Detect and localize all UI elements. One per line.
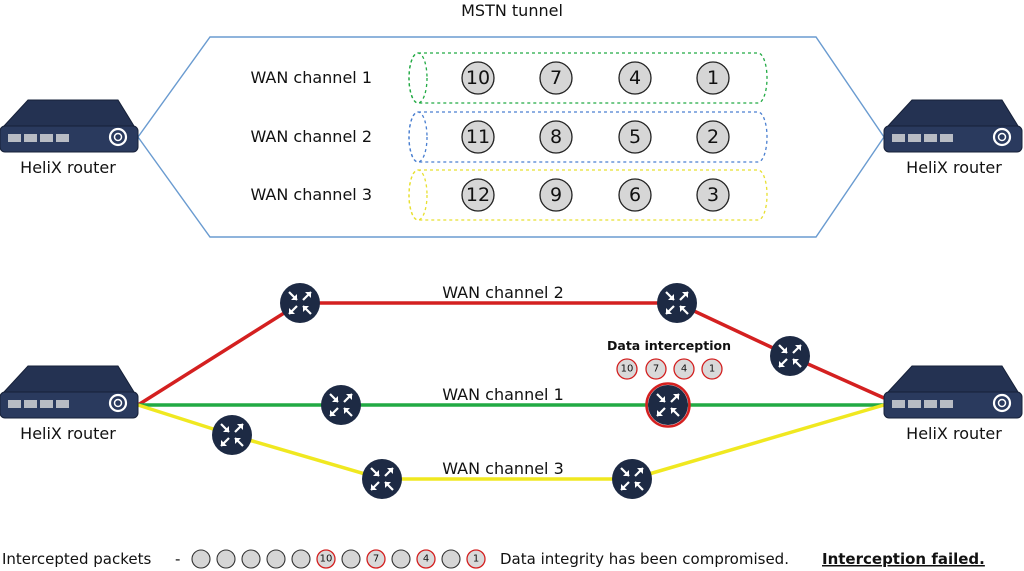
svg-text:7: 7 xyxy=(653,364,659,375)
channel-row: WAN channel 2 11 8 5 2 xyxy=(250,111,768,163)
network-node-icon xyxy=(319,383,363,427)
footer-packet xyxy=(441,549,461,569)
packet: 12 xyxy=(461,178,495,212)
footer-packet xyxy=(216,549,236,569)
packet: 8 xyxy=(539,120,573,154)
footer-label: Intercepted packets xyxy=(2,550,151,568)
svg-text:1: 1 xyxy=(473,554,479,565)
channel-pipe-end xyxy=(408,52,428,104)
channel-row: WAN channel 1 10 7 4 1 xyxy=(250,52,768,104)
bottom-left-router-label: HeliX router xyxy=(20,424,116,443)
footer-dash: - xyxy=(175,550,180,568)
footer-message: Data integrity has been compromised. xyxy=(500,550,789,568)
intercepting-node-icon xyxy=(646,383,690,427)
packet: 6 xyxy=(618,178,652,212)
svg-text:6: 6 xyxy=(629,184,641,206)
packet: 5 xyxy=(618,120,652,154)
footer-packet xyxy=(191,549,211,569)
svg-text:3: 3 xyxy=(707,184,719,206)
packet: 2 xyxy=(696,120,730,154)
packet: 4 xyxy=(618,61,652,95)
packet: 11 xyxy=(461,120,495,154)
channel-pipe-end xyxy=(408,111,428,163)
bottom-right-router-label: HeliX router xyxy=(906,424,1002,443)
svg-text:10: 10 xyxy=(621,364,634,375)
path-label-channel-2: WAN channel 2 xyxy=(442,283,564,302)
footer-packet xyxy=(241,549,261,569)
svg-text:4: 4 xyxy=(629,67,641,89)
svg-text:10: 10 xyxy=(320,554,333,565)
intercepted-packet: 10 xyxy=(616,358,638,380)
packet: 3 xyxy=(696,178,730,212)
interception-title: Data interception xyxy=(607,338,731,353)
packet: 1 xyxy=(696,61,730,95)
svg-text:2: 2 xyxy=(707,126,719,148)
svg-text:11: 11 xyxy=(466,126,490,148)
network-node-icon xyxy=(768,334,812,378)
top-left-router-label: HeliX router xyxy=(20,158,116,177)
top-right-router-icon xyxy=(882,98,1024,154)
packet: 10 xyxy=(461,61,495,95)
bottom-right-router-icon xyxy=(882,364,1024,420)
interception-callout: Data interception 10 7 4 1 xyxy=(607,338,731,380)
channel-label: WAN channel 1 xyxy=(250,68,372,87)
footer-result: Interception failed. xyxy=(822,550,985,568)
svg-text:7: 7 xyxy=(373,554,379,565)
path-label-channel-3: WAN channel 3 xyxy=(442,459,564,478)
svg-text:7: 7 xyxy=(550,67,562,89)
svg-text:5: 5 xyxy=(629,126,641,148)
channel-label: WAN channel 3 xyxy=(250,185,372,204)
footer-packet xyxy=(391,549,411,569)
network-node-icon xyxy=(610,457,654,501)
svg-text:8: 8 xyxy=(550,126,562,148)
svg-text:9: 9 xyxy=(550,184,562,206)
network-node-icon xyxy=(655,281,699,325)
svg-text:10: 10 xyxy=(466,67,490,89)
footer-packet: 10 xyxy=(316,549,336,569)
footer-packet xyxy=(341,549,361,569)
footer-packet: 4 xyxy=(416,549,436,569)
network-node-icon xyxy=(278,281,322,325)
intercepted-packet: 7 xyxy=(645,358,667,380)
footer-packet: 1 xyxy=(466,549,486,569)
channel-pipe-end xyxy=(408,169,428,221)
channel-label: WAN channel 2 xyxy=(250,127,372,146)
network-node-icon xyxy=(360,457,404,501)
footer-packet xyxy=(266,549,286,569)
bottom-left-router-icon xyxy=(0,364,140,420)
svg-text:4: 4 xyxy=(423,554,429,565)
channels-group: WAN channel 1 10 7 4 1 WAN channel 2 11 … xyxy=(250,52,768,221)
path-label-channel-1: WAN channel 1 xyxy=(442,385,564,404)
intercepted-packet: 4 xyxy=(673,358,695,380)
top-left-router-icon xyxy=(0,98,140,154)
svg-text:1: 1 xyxy=(709,364,715,375)
packet: 7 xyxy=(539,61,573,95)
footer: Intercepted packets - 10 7 4 1 Data inte… xyxy=(2,549,985,569)
svg-text:12: 12 xyxy=(466,184,490,206)
channel-row: WAN channel 3 12 9 6 3 xyxy=(250,169,768,221)
packet: 9 xyxy=(539,178,573,212)
footer-packet: 7 xyxy=(366,549,386,569)
svg-text:4: 4 xyxy=(681,364,687,375)
tunnel-title: MSTN tunnel xyxy=(461,1,563,20)
svg-text:1: 1 xyxy=(707,67,719,89)
network-node-icon xyxy=(210,413,254,457)
footer-packet xyxy=(291,549,311,569)
top-right-router-label: HeliX router xyxy=(906,158,1002,177)
intercepted-packet: 1 xyxy=(701,358,723,380)
intercepting-node xyxy=(645,382,691,428)
